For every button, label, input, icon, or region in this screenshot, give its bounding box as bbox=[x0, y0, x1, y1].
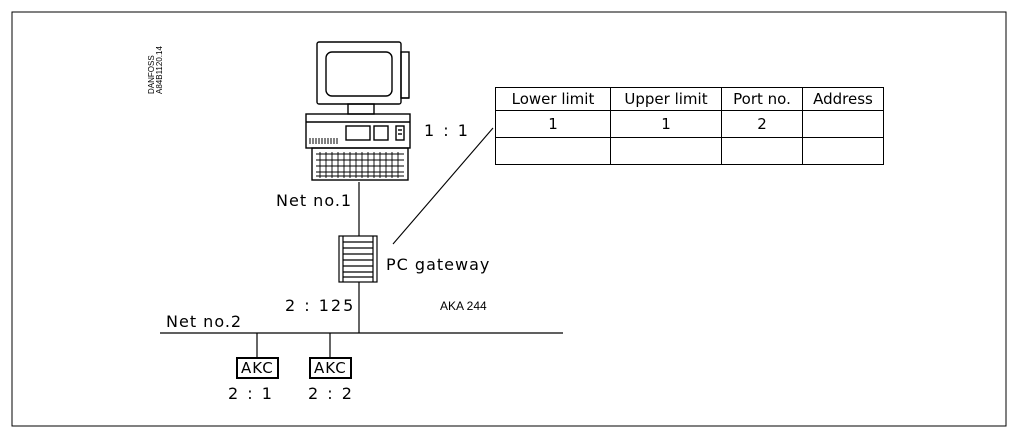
pc-address-label: 1 : 1 bbox=[424, 121, 470, 140]
table-cell bbox=[802, 137, 884, 165]
akc1-address-label: 2 : 1 bbox=[228, 384, 274, 403]
table-cell bbox=[721, 137, 803, 165]
akc2-address-label: 2 : 2 bbox=[308, 384, 354, 403]
stamp-line-2: A84B1120.14 bbox=[155, 46, 164, 94]
address-table: Lower limit Upper limit Port no. Address… bbox=[495, 87, 884, 165]
pc-workstation-icon bbox=[305, 41, 411, 181]
header-upper-limit: Upper limit bbox=[610, 87, 722, 111]
table-row bbox=[495, 137, 884, 165]
gateway-address-label: 2 : 125 bbox=[285, 296, 356, 315]
akc-controller-1: AKC bbox=[236, 357, 279, 379]
gateway-label: PC gateway bbox=[386, 255, 491, 274]
table-cell bbox=[610, 137, 722, 165]
drawing-stamp: DANFOSS A84B1120.14 bbox=[147, 46, 164, 94]
header-address: Address bbox=[802, 87, 884, 111]
header-lower-limit: Lower limit bbox=[495, 87, 611, 111]
outer-frame bbox=[11, 11, 1007, 427]
gateway-model-label: AKA 244 bbox=[440, 299, 487, 313]
net1-label: Net no.1 bbox=[276, 191, 353, 210]
akc-controller-2: AKC bbox=[309, 357, 352, 379]
table-cell bbox=[495, 137, 611, 165]
table-header-row: Lower limit Upper limit Port no. Address bbox=[495, 87, 884, 111]
header-port-no: Port no. bbox=[721, 87, 803, 111]
table-cell bbox=[802, 110, 884, 138]
table-cell: 2 bbox=[721, 110, 803, 138]
gateway-icon bbox=[338, 235, 378, 283]
leader-line bbox=[392, 127, 494, 245]
table-cell: 1 bbox=[610, 110, 722, 138]
net2-label: Net no.2 bbox=[166, 312, 243, 331]
table-cell: 1 bbox=[495, 110, 611, 138]
table-row: 1 1 2 bbox=[495, 110, 884, 138]
